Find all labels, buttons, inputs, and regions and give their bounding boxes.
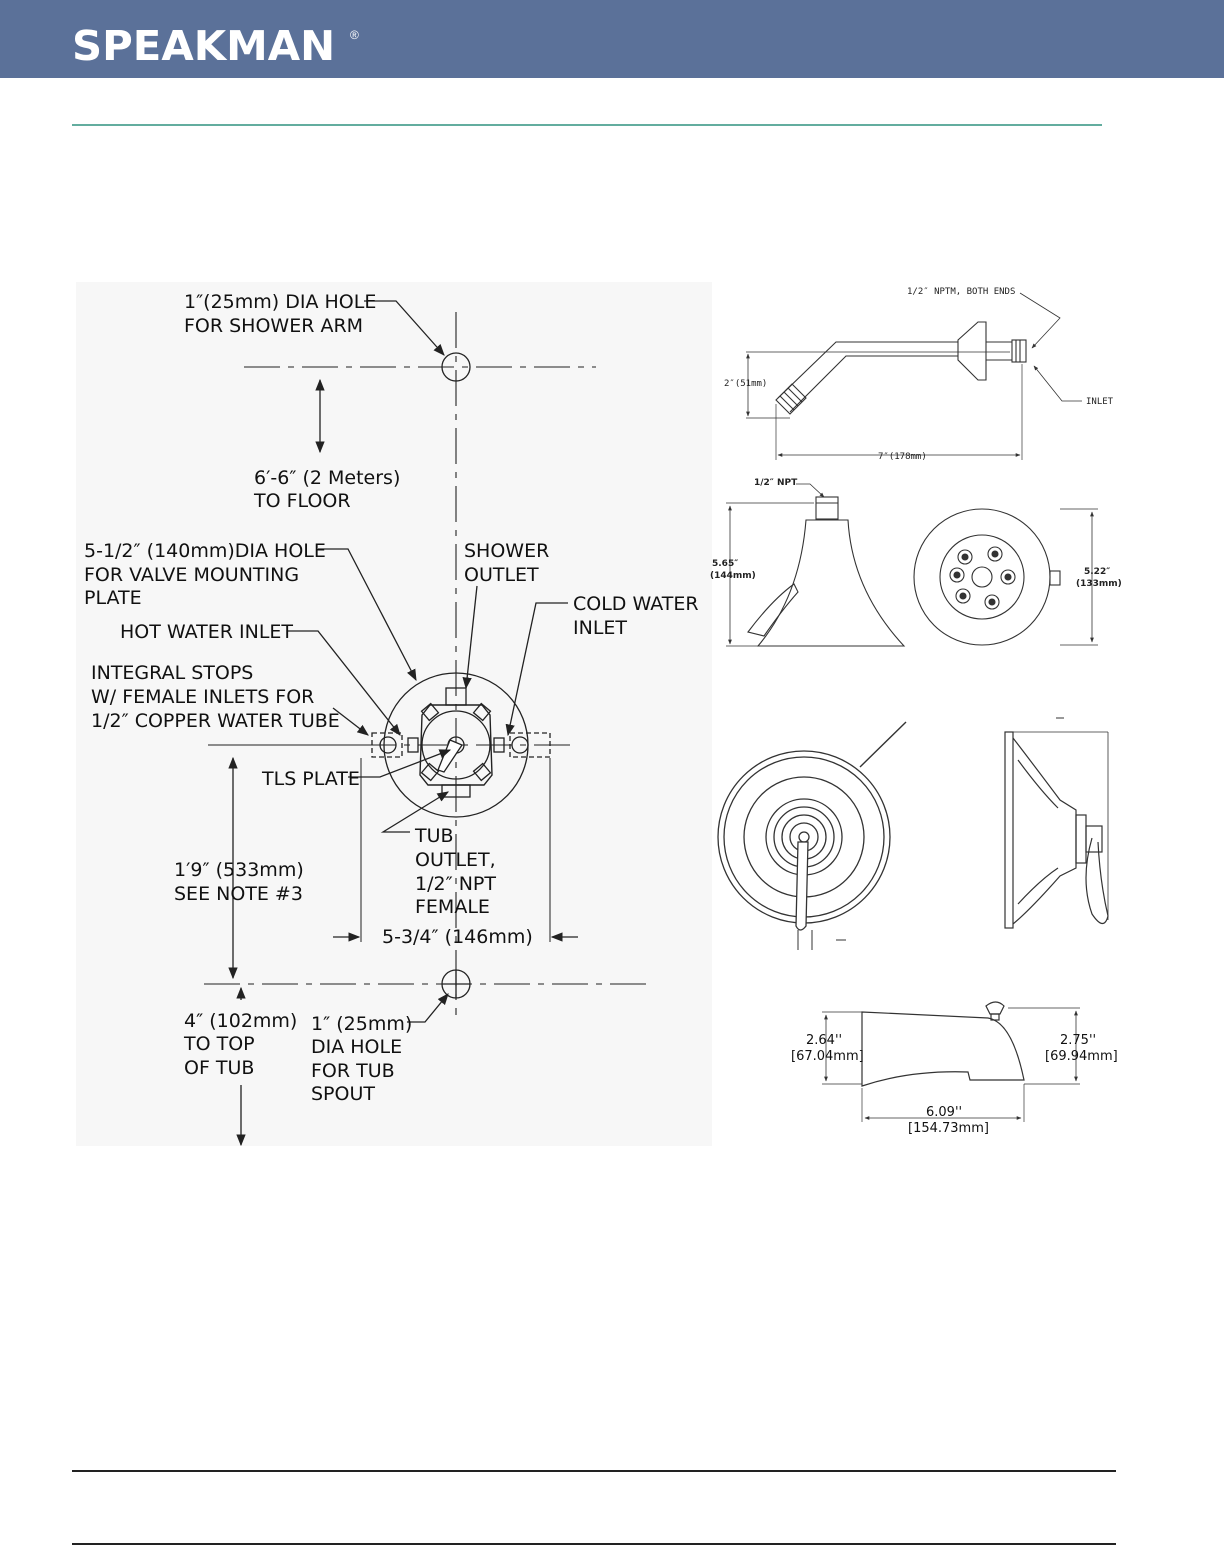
trim-plate-side-drawing: [1004, 717, 1109, 929]
head-diameter-dim-1: 5.22″: [1084, 567, 1110, 577]
arm-drop-dim: 2″(51mm): [724, 379, 767, 389]
arm-length-dim: 7″(178mm): [878, 452, 927, 462]
cold-inlet-label-2: INLET: [573, 617, 627, 639]
footer-divider-top: [72, 1470, 1116, 1472]
shower-outlet-label-2: OUTLET: [464, 564, 539, 586]
spout-left-height-2: [67.04mm]: [791, 1049, 864, 1064]
height-label-1: 1′9″ (533mm): [174, 859, 304, 881]
shower-head-face-drawing: [913, 508, 1098, 646]
spout-length-2: [154.73mm]: [908, 1121, 989, 1136]
header-bar: [0, 0, 1224, 78]
tub-outlet-label-4: FEMALE: [415, 896, 490, 918]
tub-spout-hole-label-1: 1″ (25mm): [311, 1013, 412, 1035]
head-height-dim-2: (144mm): [710, 571, 756, 581]
height-label-2: SEE NOTE #3: [174, 883, 303, 905]
tub-spout-hole-label-4: SPOUT: [311, 1083, 375, 1105]
to-tub-label-3: OF TUB: [184, 1057, 254, 1079]
tub-spout-drawing: [822, 1001, 1080, 1122]
to-floor-label-2: TO FLOOR: [253, 490, 351, 512]
hot-inlet-label: HOT WATER INLET: [120, 621, 293, 643]
footer-divider-bottom: [72, 1543, 1116, 1545]
shower-arm-drawing: [746, 292, 1082, 460]
valve-plate-hole-label-3: PLATE: [84, 587, 142, 609]
valve-plate-hole-label-2: FOR VALVE MOUNTING: [84, 564, 299, 586]
head-diameter-dim-2: (133mm): [1076, 579, 1122, 589]
to-tub-label-1: 4″ (102mm): [184, 1010, 297, 1032]
head-height-dim-1: 5.65″: [712, 559, 738, 569]
shower-head-side-drawing: [726, 483, 906, 647]
tub-outlet-label-1: TUB: [414, 825, 454, 847]
tub-outlet-label-2: OUTLET,: [415, 849, 496, 871]
valve-plate-hole-label-1: 5-1/2″ (140mm)DIA HOLE: [84, 540, 326, 562]
rough-in-labels: 1″(25mm) DIA HOLE FOR SHOWER ARM 6′-6″ (…: [84, 291, 699, 1105]
to-tub-label-2: TO TOP: [183, 1033, 255, 1055]
width-label: 5-3/4″ (146mm): [382, 926, 533, 948]
trim-plate-front-drawing: [717, 721, 907, 950]
shower-arm-hole-label-1: 1″(25mm) DIA HOLE: [184, 291, 376, 313]
to-floor-label-1: 6′-6″ (2 Meters): [254, 467, 400, 489]
arm-inlet-label: INLET: [1086, 397, 1114, 407]
arm-npt-note: 1/2″ NPTM, BOTH ENDS: [907, 287, 1015, 297]
tub-outlet-label-3: 1/2″ NPT: [415, 873, 496, 895]
shower-arm-hole-label-2: FOR SHOWER ARM: [184, 315, 363, 337]
header-divider: [72, 124, 1102, 126]
rough-in-drawing-background: [76, 282, 712, 1146]
spout-length-1: 6.09'': [926, 1105, 962, 1120]
spout-left-height-1: 2.64'': [806, 1033, 842, 1048]
tls-plate-label: TLS PLATE: [261, 768, 360, 790]
head-npt-label: 1/2″ NPT: [754, 478, 798, 488]
integral-stops-label-1: INTEGRAL STOPS: [91, 662, 253, 684]
spout-right-height-2: [69.94mm]: [1045, 1049, 1118, 1064]
integral-stops-label-2: W/ FEMALE INLETS FOR: [91, 686, 314, 708]
spout-right-height-1: 2.75'': [1060, 1033, 1096, 1048]
tub-spout-hole-label-2: DIA HOLE: [311, 1036, 402, 1058]
brand-logo: SPEAKMAN: [72, 22, 336, 70]
tub-spout-hole-label-3: FOR TUB: [311, 1060, 395, 1082]
integral-stops-label-3: 1/2″ COPPER WATER TUBE: [91, 710, 340, 732]
shower-outlet-label-1: SHOWER: [464, 540, 549, 562]
rough-in-diagram: [204, 300, 650, 1147]
registered-mark: ®: [350, 28, 359, 42]
cold-inlet-label-1: COLD WATER: [573, 593, 699, 615]
